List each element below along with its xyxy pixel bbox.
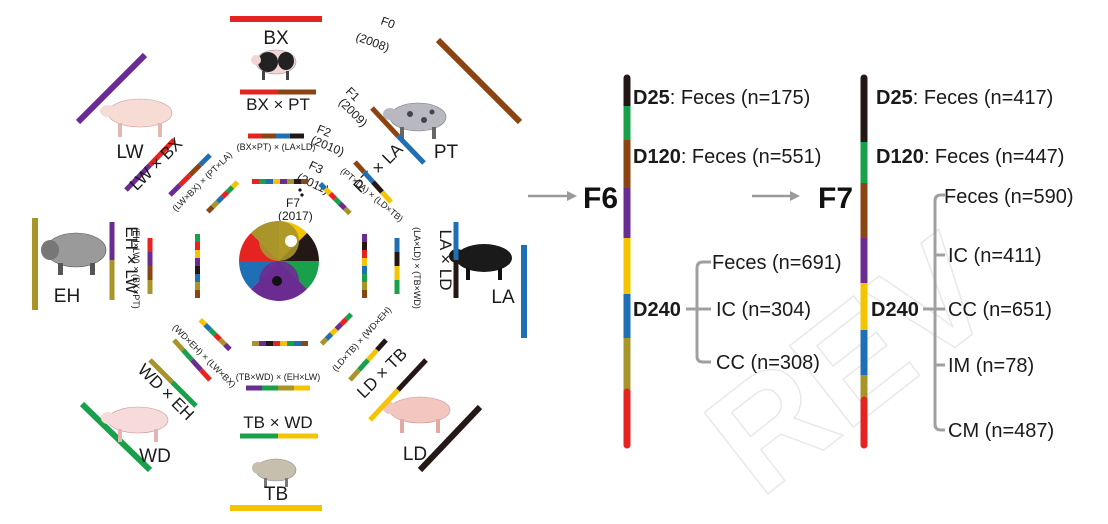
pig-bx-image xyxy=(251,49,297,80)
f6-d240-item-1: Feces (n=691) xyxy=(712,252,842,274)
gen-f0: F0 xyxy=(379,14,397,32)
f7-d120-label: D120 xyxy=(876,146,924,168)
f7-d120-text: : Feces (n=447) xyxy=(924,146,1065,168)
gen-f7: F7 xyxy=(286,196,300,210)
f7-d120-row: D120: Feces (n=447) xyxy=(876,146,1064,168)
mosaic-bottom xyxy=(252,341,308,346)
pt-la-bar-pt xyxy=(370,106,400,138)
center-yin-yang-icon xyxy=(239,221,319,301)
mosaic-bottom-left xyxy=(198,318,232,352)
gen-f7-year: (2017) xyxy=(278,209,313,223)
f7-d25-label: D25 xyxy=(876,87,913,109)
breed-label-ld: LD xyxy=(403,444,427,465)
mosaic-right xyxy=(362,234,367,298)
f2-bottom-left-bar xyxy=(172,338,212,382)
f2-cross-bars xyxy=(147,133,400,391)
breed-label-bx: BX xyxy=(263,28,289,49)
f6-d120-row: D120: Feces (n=551) xyxy=(633,146,821,168)
cross-label-ld-tb: LD × TB xyxy=(353,344,411,402)
f2-top-left-bar xyxy=(168,153,212,197)
lw-bx-bar-bx xyxy=(148,138,176,167)
ld-tb-bar-tb xyxy=(368,388,400,422)
f7-d240-item-3: CC (n=651) xyxy=(948,299,1052,321)
f2-label-bottom: (TB×WD) × (EH×LW) xyxy=(236,372,321,382)
breed-label-wd: WD xyxy=(139,446,171,467)
mosaic-left xyxy=(195,234,200,298)
lw-bx-bar-lw xyxy=(124,163,152,192)
wd-eh-bar-wd xyxy=(148,358,174,384)
breed-label-tb: TB xyxy=(264,484,288,505)
f2-label-top-left: (LW×BX) × (PT×LA) xyxy=(170,150,234,214)
cross-label-la-ld: LA × LD xyxy=(436,230,455,291)
f6-d240-bracket xyxy=(686,260,711,364)
f2-label-bottom-left: (WD×EH) × (LW×BX) xyxy=(171,322,238,389)
wd-bar xyxy=(79,401,153,473)
mosaic-bars xyxy=(195,179,367,352)
gen-f2: F2 xyxy=(315,122,334,140)
f6-d120-label: D120 xyxy=(633,146,681,168)
arrow-to-f6 xyxy=(528,191,577,201)
pig-eh-image xyxy=(41,232,107,275)
f7-d240-item-4: IM (n=78) xyxy=(948,355,1034,377)
f7-d25-row: D25: Feces (n=417) xyxy=(876,87,1053,109)
pig-lw-image xyxy=(100,98,173,137)
f6-d25-text: : Feces (n=175) xyxy=(670,87,811,109)
f7-d240-bracket xyxy=(923,193,945,432)
ld-bar xyxy=(417,404,483,473)
f2-label-top: (BX×PT) × (LA×LD) xyxy=(237,142,316,152)
f1-cross-bars xyxy=(109,89,459,439)
ld-tb-bar-ld xyxy=(396,358,428,392)
f7-d240-item-2: IC (n=411) xyxy=(948,245,1042,267)
f6-d25-row: D25: Feces (n=175) xyxy=(633,87,810,109)
cross-label-tb-wd: TB × WD xyxy=(243,413,312,432)
breed-label-eh: EH xyxy=(54,286,80,307)
pig-wd-image xyxy=(101,406,169,442)
pig-ld-image xyxy=(383,396,451,433)
pt-bar xyxy=(435,37,523,125)
gen-dot xyxy=(300,193,304,197)
f6-d240-item-2: IC (n=304) xyxy=(716,299,811,321)
mosaic-top-right xyxy=(318,182,352,216)
f2-bottom-right-bar xyxy=(348,338,388,382)
breed-label-la: LA xyxy=(491,287,515,308)
gen-f3: F3 xyxy=(307,158,326,177)
f7-d25-text: : Feces (n=417) xyxy=(913,87,1054,109)
breed-bars xyxy=(32,16,527,511)
pig-pt-image xyxy=(383,102,447,139)
f7-d240-item-5: CM (n=487) xyxy=(948,420,1054,442)
mosaic-top xyxy=(252,179,308,184)
lw-bar xyxy=(75,52,148,125)
f2-label-right: (LA×LD) × (TB×WD) xyxy=(412,227,422,309)
pt-la-bar-la xyxy=(396,134,426,165)
f2-label-left: (EH×LW) × (BX×PT) xyxy=(131,227,141,309)
mosaic-bottom-right xyxy=(319,312,353,346)
wd-eh-bar-eh xyxy=(170,380,198,408)
breed-label-lw: LW xyxy=(116,142,143,163)
f6-d240-label: D240 xyxy=(633,299,681,321)
f7-d240-item-1: Feces (n=590) xyxy=(944,186,1074,208)
f6-d120-text: : Feces (n=551) xyxy=(681,146,822,168)
breed-label-pt: PT xyxy=(434,142,459,163)
pig-tb-image xyxy=(252,458,297,487)
cross-label-bx-pt: BX × PT xyxy=(246,95,310,114)
gen-dot xyxy=(298,188,302,192)
arrow-to-f7 xyxy=(752,191,800,201)
f2-top-right-bar xyxy=(353,160,393,204)
f6-d240-item-3: CC (n=308) xyxy=(716,352,820,374)
f7-title: F7 xyxy=(818,182,853,215)
cross-label-eh-lw: EH × LW xyxy=(122,226,141,293)
f7-d240-label: D240 xyxy=(871,299,919,321)
mosaic-top-left xyxy=(206,180,240,214)
gen-f0-year: (2008) xyxy=(354,30,391,55)
f6-d25-label: D25 xyxy=(633,87,670,109)
f6-title: F6 xyxy=(583,182,618,215)
